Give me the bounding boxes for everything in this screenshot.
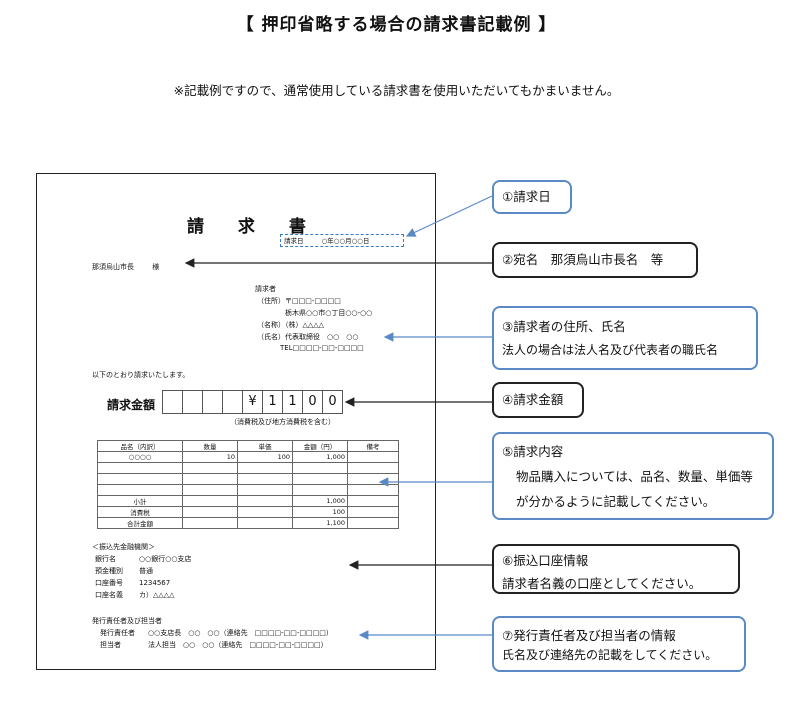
representative: 代表取締役 ○○ ○○ xyxy=(285,333,359,341)
callout-4: ④請求金額 xyxy=(492,382,584,418)
name-label: （名称） xyxy=(257,321,285,329)
request-text: 以下のとおり請求いたします。 xyxy=(92,371,190,379)
bank-row: 口座名義 カ）△△△△ xyxy=(95,590,175,600)
page-title: 【 押印省略する場合の請求書記載例 】 xyxy=(236,15,557,35)
bank-label: 預金種別 xyxy=(95,567,123,575)
callout-1: ①請求日 xyxy=(492,180,572,214)
addressee-honorific: 様 xyxy=(152,263,160,271)
billing-header: 請求者 xyxy=(255,285,276,293)
table-cell xyxy=(347,517,399,529)
address: 栃木県○○市○丁目○○-○○ xyxy=(285,309,373,317)
tax-note: （消費税及び地方消費税を含む） xyxy=(230,418,335,426)
date-value: ○年○○月○○日 xyxy=(321,237,370,245)
bank-value: 普通 xyxy=(139,567,153,575)
bank-row: 口座番号 1234567 xyxy=(95,578,170,588)
callout-text: ⑦発行責任者及び担当者の情報 xyxy=(502,628,676,643)
callout-6: ⑥振込口座情報 請求者名義の口座としてください。 xyxy=(492,544,740,594)
issuer-value: ○○支店長 ○○ ○○（連絡先 □□□□-□□-□□□□） xyxy=(148,629,333,637)
bank-value: ○○銀行○○支店 xyxy=(139,555,192,563)
arrow-1 xyxy=(405,195,493,237)
issuer-header: 発行責任者及び担当者 xyxy=(92,617,162,625)
items-table: 品名（内訳） 数量 単価 金額（円） 備考 ○○○○ 10 100 1,000 … xyxy=(97,440,399,529)
amount-digit: 0 xyxy=(322,390,343,414)
addressee: 那須烏山市長 様 xyxy=(92,262,159,272)
callout-text: 法人の場合は法人名及び代表者の職氏名 xyxy=(502,343,719,357)
amount-boxes: ¥ 1 1 0 0 xyxy=(162,390,343,414)
callout-3: ③請求者の住所、氏名 法人の場合は法人名及び代表者の職氏名 xyxy=(492,306,758,370)
bank-value: 1234567 xyxy=(139,579,171,587)
address-row: （住所）〒□□□-□□□□ xyxy=(257,296,341,306)
bank-row: 預金種別 普通 xyxy=(95,566,153,576)
invoice-date-box: 請求日 ○年○○月○○日 xyxy=(280,234,404,247)
callout-text: ⑥振込口座情報 xyxy=(502,553,589,568)
address-label: （住所） xyxy=(257,297,285,305)
page-note: ※記載例ですので、通常使用している請求書を使用いただいてもかまいません。 xyxy=(173,83,620,98)
invoice-sample: 請 求 書 請求日 ○年○○月○○日 那須烏山市長 様 請求者 （住所）〒□□□… xyxy=(36,173,436,670)
issuer-row: 担当者 法人担当 ○○ ○○（連絡先 □□□□-□□-□□□□） xyxy=(100,640,328,650)
callout-text: ⑤請求内容 xyxy=(502,444,564,459)
issuer-label: 担当者 xyxy=(100,641,121,649)
issuer-value: 法人担当 ○○ ○○（連絡先 □□□□-□□-□□□□） xyxy=(148,641,328,649)
rep-label: （氏名） xyxy=(257,333,285,341)
callout-2: ②宛名 那須烏山市長名 等 xyxy=(492,242,698,278)
bank-label: 口座名義 xyxy=(95,591,123,599)
tel: TEL□□□□-□□-□□□□ xyxy=(280,344,364,352)
callout-text: ④請求金額 xyxy=(502,392,564,407)
table-row: ○○○○ 10 100 1,000 xyxy=(97,451,399,463)
company-name: （株）△△△△ xyxy=(285,321,325,329)
bank-header: ＜振込先金融機関＞ xyxy=(92,543,155,551)
callout-text: ③請求者の住所、氏名 xyxy=(502,319,626,334)
bank-label: 口座番号 xyxy=(95,579,123,587)
date-label: 請求日 xyxy=(284,237,304,245)
company-row: （名称）（株）△△△△ xyxy=(257,320,324,330)
addressee-name: 那須烏山市長 xyxy=(92,263,134,271)
postal-code: 〒□□□-□□□□ xyxy=(285,297,341,305)
issuer-label: 発行責任者 xyxy=(100,629,135,637)
callout-text: 氏名及び連絡先の記載をしてください。 xyxy=(502,648,718,662)
amount-label: 請求金額 xyxy=(107,398,156,412)
callout-text: 物品購入については、品名、数量、単価等 xyxy=(516,469,753,484)
callout-7: ⑦発行責任者及び担当者の情報 氏名及び連絡先の記載をしてください。 xyxy=(492,616,746,672)
invoice-title: 請 求 書 xyxy=(187,217,320,237)
callout-text: ①請求日 xyxy=(502,189,551,204)
bank-value: カ）△△△△ xyxy=(139,591,175,599)
issuer-row: 発行責任者 ○○支店長 ○○ ○○（連絡先 □□□□-□□-□□□□） xyxy=(100,628,333,638)
callout-text: ②宛名 那須烏山市長名 等 xyxy=(502,252,664,267)
bank-row: 銀行名 ○○銀行○○支店 xyxy=(95,554,191,564)
callout-text: が分かるように記載してください。 xyxy=(516,494,716,509)
callout-5: ⑤請求内容 物品購入については、品名、数量、単価等 が分かるように記載してくださ… xyxy=(492,432,774,520)
callout-text: 請求者名義の口座としてください。 xyxy=(502,576,702,591)
bank-label: 銀行名 xyxy=(95,555,116,563)
rep-row: （氏名）代表取締役 ○○ ○○ xyxy=(257,332,358,342)
